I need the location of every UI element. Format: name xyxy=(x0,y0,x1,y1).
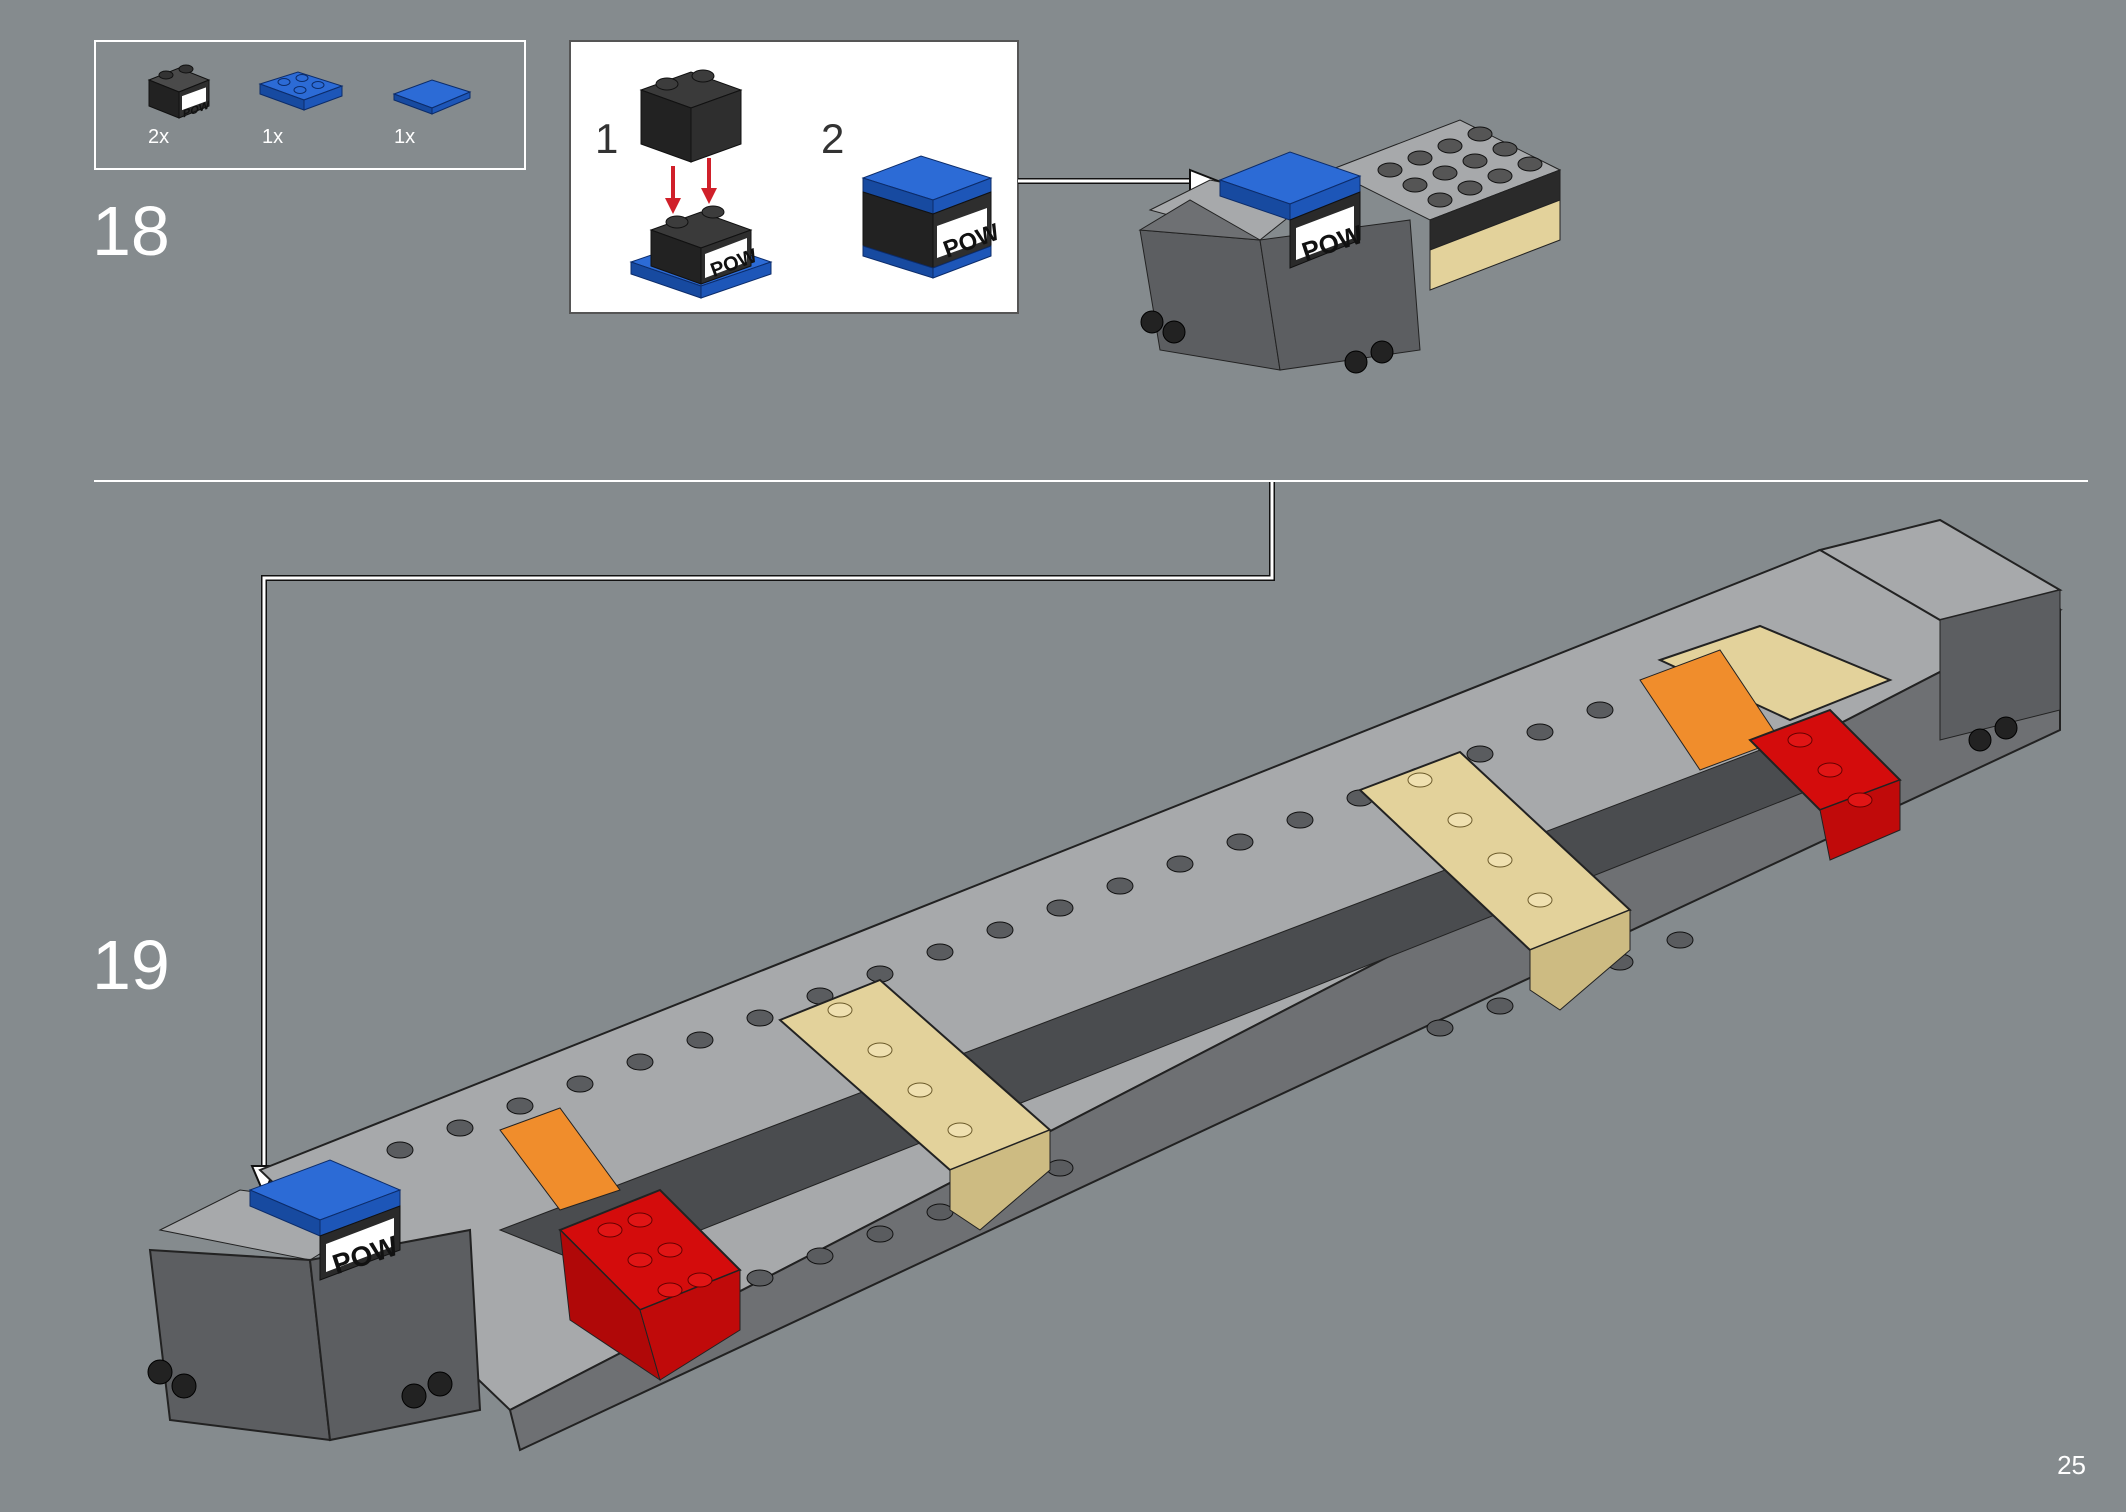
blue-tile-icon xyxy=(392,79,472,115)
sub-assembly-box: 1 2 POW POW xyxy=(569,40,1019,314)
part-quantity: 1x xyxy=(262,126,284,148)
step-number: 19 xyxy=(92,926,170,1004)
step-number: 18 xyxy=(92,192,170,270)
substep-2-illustration: POW xyxy=(861,155,1003,279)
substep-1-illustration: POW xyxy=(629,69,773,299)
blue-plate-icon xyxy=(258,71,344,111)
black-pow-brick-icon: POW xyxy=(147,64,211,121)
step-18-model-illustration: POW xyxy=(1138,119,1562,374)
page-number: 25 xyxy=(2057,1450,2086,1480)
step-divider xyxy=(94,480,2088,482)
substep-number: 2 xyxy=(821,115,845,162)
part-quantity: 1x xyxy=(394,126,416,148)
parts-list-box: POW 2x 1x 1x xyxy=(94,40,526,170)
step-19-model-illustration: POW xyxy=(147,518,2063,1452)
substep-number: 1 xyxy=(595,115,619,162)
part-quantity: 2x xyxy=(148,126,170,148)
